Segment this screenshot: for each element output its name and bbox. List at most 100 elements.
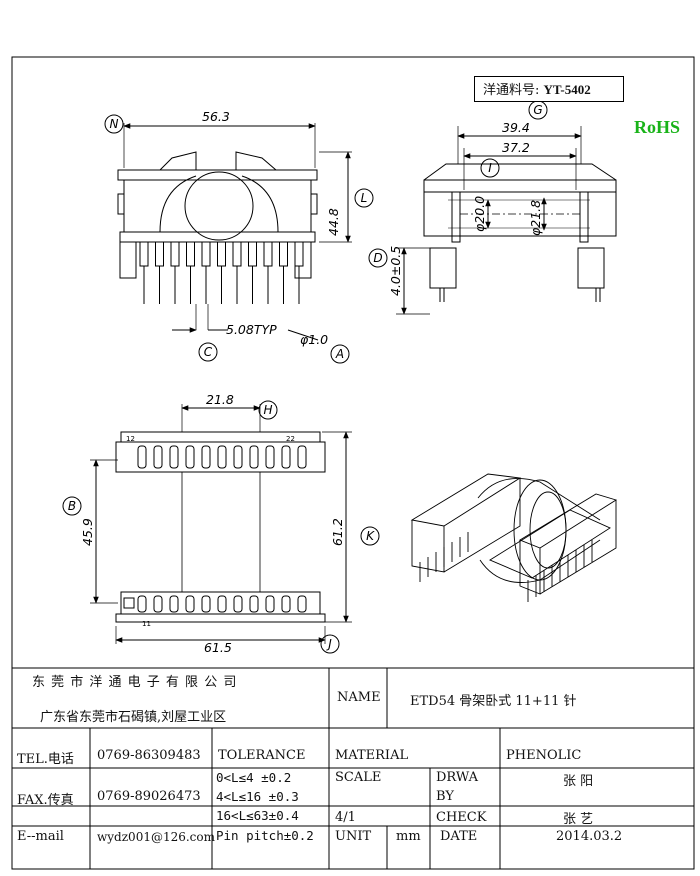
part-number-box: 洋通料号: YT-5402 bbox=[474, 76, 624, 102]
front-pin-block bbox=[217, 241, 226, 267]
dim-bottom-top: 21.8 bbox=[206, 392, 234, 407]
callout-h: H bbox=[258, 400, 278, 420]
top-pin-slot bbox=[153, 445, 163, 469]
dim-height: 44.8 bbox=[326, 208, 341, 236]
dim-side-outer: 39.4 bbox=[502, 120, 530, 135]
dim-standoff: 4.0±0.5 bbox=[388, 246, 403, 296]
part-number-value: YT-5402 bbox=[543, 82, 591, 97]
callout-n: N bbox=[104, 114, 124, 134]
callout-a: A bbox=[330, 344, 350, 364]
unit-value: mm bbox=[396, 829, 421, 844]
top-pin-slot bbox=[217, 445, 227, 469]
callout-j: J bbox=[320, 634, 340, 654]
top-pin-slot bbox=[201, 445, 211, 469]
bottom-view bbox=[90, 404, 352, 644]
top-pin-slot bbox=[249, 445, 259, 469]
top-pin-slot bbox=[169, 445, 179, 469]
material-label: MATERIAL bbox=[335, 748, 409, 763]
tolerance-line-3: 16<L≤63±0.4 bbox=[216, 808, 299, 823]
bottom-pin-slot bbox=[137, 595, 147, 613]
draw-label-2: BY bbox=[436, 789, 454, 804]
bottom-pin-slot bbox=[217, 595, 227, 613]
svg-text:G: G bbox=[533, 103, 542, 117]
top-pin-slot bbox=[233, 445, 243, 469]
front-pin-block bbox=[155, 241, 164, 267]
svg-text:H: H bbox=[263, 403, 272, 417]
top-pin-slot bbox=[137, 445, 147, 469]
callout-l: L bbox=[354, 188, 374, 208]
bottom-pin-slot bbox=[233, 595, 243, 613]
material-value: PHENOLIC bbox=[506, 748, 582, 763]
fax-label: FAX.传真 bbox=[17, 793, 74, 808]
tolerance-line-1: 0<L≤4 ±0.2 bbox=[216, 770, 292, 785]
title-block bbox=[12, 667, 694, 869]
pin-label-22: 22 bbox=[286, 435, 295, 443]
dim-bottom-width: 61.5 bbox=[204, 640, 232, 655]
part-number-label: 洋通料号: bbox=[483, 83, 540, 98]
date-value: 2014.03.2 bbox=[556, 829, 623, 844]
bottom-pin-slot bbox=[153, 595, 163, 613]
pin1-marker bbox=[123, 597, 135, 609]
front-pin-block bbox=[201, 241, 211, 267]
rohs-mark: RoHS bbox=[634, 117, 681, 137]
front-pin-block bbox=[186, 241, 195, 267]
draw-value: 张 阳 bbox=[563, 774, 594, 789]
scale-value: 4/1 bbox=[335, 810, 356, 825]
name-value: ETD54 骨架卧式 11+11 针 bbox=[410, 694, 577, 709]
isometric-view bbox=[410, 473, 618, 602]
front-pin-block bbox=[139, 241, 149, 267]
dim-bore-large: φ21.8 bbox=[528, 200, 543, 236]
pin-label-11: 11 bbox=[142, 620, 151, 628]
pin-label-12: 12 bbox=[126, 435, 135, 443]
dim-top-width: 56.3 bbox=[202, 109, 230, 124]
callout-b: B bbox=[62, 496, 82, 516]
name-label: NAME bbox=[337, 690, 381, 705]
fax-value: 0769-89026473 bbox=[97, 789, 201, 804]
dim-bottom-left: 45.9 bbox=[80, 518, 95, 546]
check-value: 张 艺 bbox=[563, 812, 594, 827]
email-label: E--mail bbox=[17, 829, 64, 844]
drawing-frame bbox=[11, 56, 695, 870]
tel-value: 0769-86309483 bbox=[97, 748, 201, 763]
front-view bbox=[117, 123, 352, 341]
bottom-pin-slot bbox=[265, 595, 275, 613]
company-name: 东 莞 市 洋 通 电 子 有 限 公 司 bbox=[32, 675, 238, 690]
callout-d: D bbox=[368, 248, 388, 268]
svg-text:B: B bbox=[68, 499, 76, 513]
bottom-pin-slot bbox=[169, 595, 179, 613]
unit-label: UNIT bbox=[335, 829, 372, 844]
callout-g: G bbox=[528, 100, 548, 120]
callout-k: K bbox=[360, 526, 380, 546]
top-pin-slot bbox=[185, 445, 195, 469]
bottom-pin-slot bbox=[201, 595, 211, 613]
callout-i: I bbox=[480, 158, 500, 178]
svg-text:J: J bbox=[326, 637, 332, 651]
top-pin-slot bbox=[265, 445, 275, 469]
dim-bore-small: φ20.0 bbox=[472, 196, 487, 232]
svg-text:A: A bbox=[335, 347, 344, 361]
callout-c: C bbox=[198, 342, 218, 362]
scale-label: SCALE bbox=[335, 770, 382, 785]
tolerance-line-4: Pin pitch±0.2 bbox=[216, 828, 314, 843]
front-pin-block bbox=[294, 241, 304, 267]
front-pin-block bbox=[279, 241, 288, 267]
bottom-pin-slot bbox=[297, 595, 307, 613]
company-address: 广东省东莞市石碣镇,刘屋工业区 bbox=[40, 710, 227, 725]
bottom-pin-slot bbox=[249, 595, 259, 613]
check-label: CHECK bbox=[436, 810, 487, 825]
top-pin-slot bbox=[281, 445, 291, 469]
dim-pin-dia: φ1.0 bbox=[300, 332, 328, 347]
side-view bbox=[396, 126, 617, 315]
date-label: DATE bbox=[440, 829, 478, 844]
tolerance-line-2: 4<L≤16 ±0.3 bbox=[216, 789, 299, 804]
tolerance-label: TOLERANCE bbox=[218, 748, 306, 763]
dim-pin-pitch: 5.08TYP bbox=[226, 322, 277, 337]
email-value: wydz001@126.com bbox=[97, 830, 216, 844]
tel-label: TEL.电话 bbox=[17, 752, 74, 767]
bottom-pin-slot bbox=[281, 595, 291, 613]
svg-text:K: K bbox=[366, 529, 375, 543]
svg-text:L: L bbox=[361, 191, 368, 205]
svg-text:D: D bbox=[373, 251, 382, 265]
svg-text:N: N bbox=[110, 117, 119, 131]
